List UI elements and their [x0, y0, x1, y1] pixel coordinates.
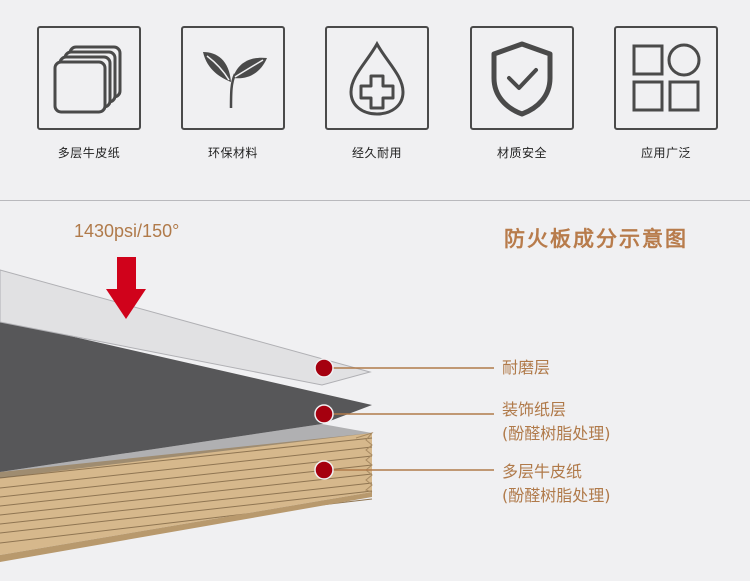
water-drop-plus-icon	[349, 40, 405, 116]
feature-eco: 环保材料	[181, 26, 285, 160]
feature-wide-use: 应用广泛	[614, 26, 718, 160]
feature-label: 应用广泛	[640, 146, 691, 160]
feature-label: 多层牛皮纸	[57, 146, 121, 160]
feature-layers: 多层牛皮纸	[37, 26, 141, 160]
grid-circle-icon	[632, 43, 701, 112]
layer-label-line1: 多层牛皮纸	[502, 462, 583, 481]
decor-paper-layer	[0, 320, 372, 472]
layers-icon	[53, 45, 122, 114]
feature-box	[181, 26, 285, 130]
layer-label-line1: 耐磨层	[502, 358, 551, 377]
feature-box	[325, 26, 429, 130]
pressure-label: 1430psi/150°	[74, 221, 180, 241]
feature-safe: 材质安全	[470, 26, 574, 160]
kraft-paper-stack	[0, 432, 374, 562]
feature-panel: 多层牛皮纸 环保材料 经久耐用	[0, 0, 750, 200]
feature-box	[37, 26, 141, 130]
marker-kraft-layer	[314, 460, 334, 480]
diagram-title: 防火板成分示意图	[504, 227, 688, 251]
pressure-arrow-icon	[106, 257, 146, 319]
layer-label-decor: 装饰纸层 (酚醛树脂处理)	[502, 398, 611, 446]
layer-label-line2: (酚醛树脂处理)	[502, 486, 611, 505]
layer-label-line2: (酚醛树脂处理)	[502, 424, 611, 443]
feature-label: 材质安全	[496, 146, 547, 160]
layer-label-wear: 耐磨层	[502, 356, 550, 380]
feature-label: 经久耐用	[351, 146, 402, 160]
feature-durable: 经久耐用	[325, 26, 429, 160]
shield-check-icon	[491, 41, 553, 117]
sprout-icon	[203, 52, 267, 109]
layer-label-line1: 装饰纸层	[502, 400, 567, 419]
marker-wear-layer	[314, 358, 334, 378]
feature-box	[470, 26, 574, 130]
marker-decor-layer	[314, 404, 334, 424]
feature-box	[614, 26, 718, 130]
layer-label-kraft: 多层牛皮纸 (酚醛树脂处理)	[502, 460, 611, 508]
section-divider	[0, 200, 750, 201]
wear-layer	[0, 269, 372, 386]
feature-label: 环保材料	[207, 146, 258, 160]
